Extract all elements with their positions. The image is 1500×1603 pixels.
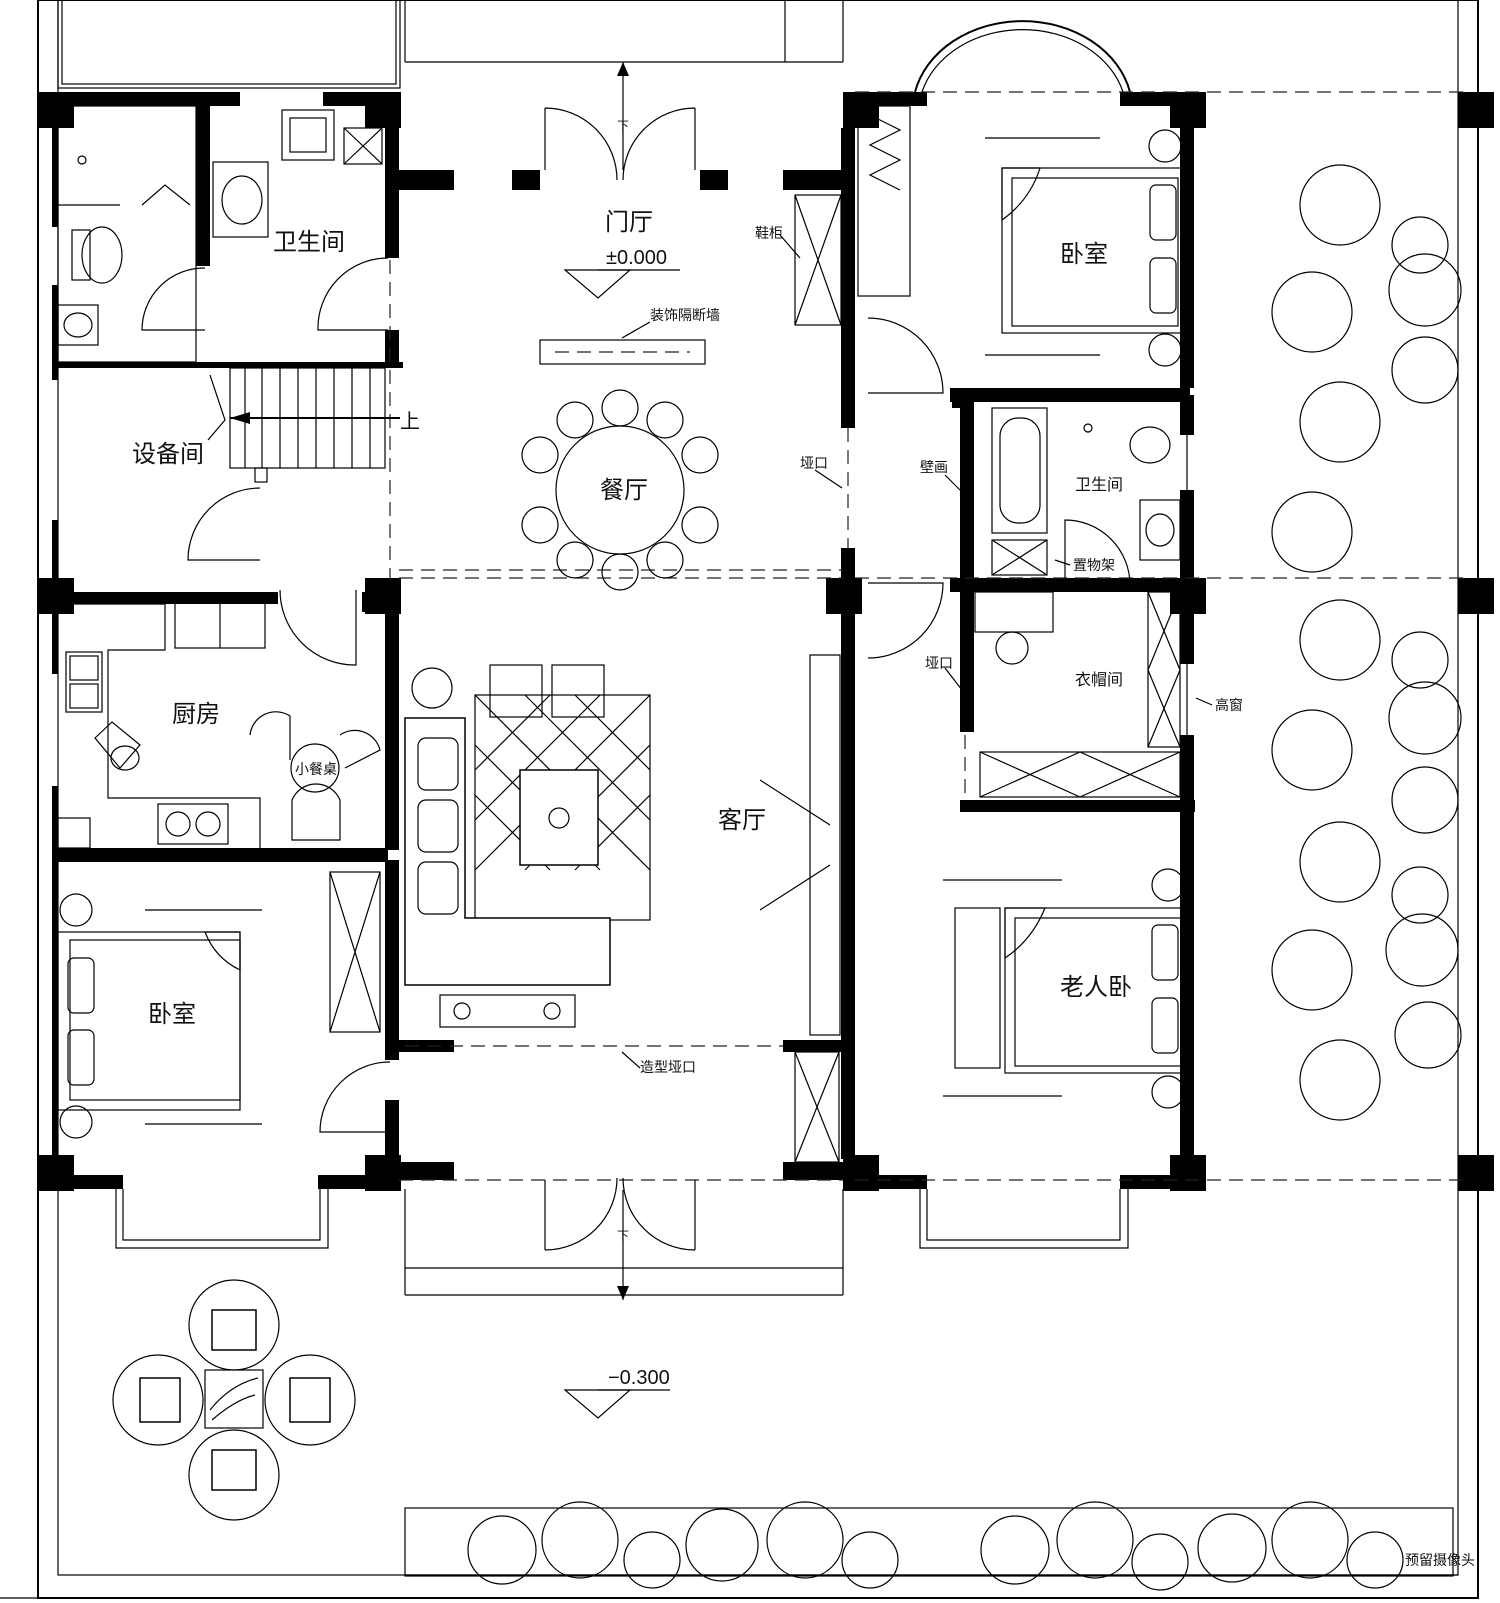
label-down-top: 下: [617, 119, 629, 133]
level-marker-yard: [563, 1389, 670, 1419]
label-equipment-room: 设备间: [132, 440, 204, 468]
dining-table: [521, 339, 719, 591]
living-room-furniture: [404, 654, 841, 1163]
columns: [38, 92, 1494, 1191]
top-balconies: [57, 0, 1131, 93]
bedroom-right-furniture: [857, 105, 1187, 367]
bathroom-fixtures-right: [991, 407, 1181, 576]
outdoor-table-set: [112, 1279, 356, 1521]
label-high-window: 高窗: [1215, 697, 1243, 714]
label-opening-2: 垭口: [925, 656, 953, 672]
entry-arrows: [617, 62, 629, 1300]
label-dining: 餐厅: [600, 476, 648, 504]
label-elder-bedroom: 老人卧: [1060, 973, 1132, 1001]
kitchen-fixtures: [57, 599, 381, 849]
label-stairs-up: 上: [400, 409, 420, 433]
label-bedroom-left: 卧室: [148, 1000, 196, 1028]
elder-bedroom-furniture: [943, 868, 1192, 1109]
label-down-bottom: 下: [617, 1229, 629, 1243]
label-cloakroom: 衣帽间: [1075, 670, 1123, 689]
level-main: ±0.000: [606, 247, 667, 269]
label-mural: 壁画: [920, 460, 948, 476]
label-entrance-hall: 门厅: [605, 208, 653, 236]
doors: [141, 107, 1131, 1251]
label-camera: 预留摄像头: [1405, 1553, 1475, 1569]
label-opening-1: 垭口: [800, 456, 828, 472]
dashed-openings: [389, 91, 1470, 1181]
bathroom-fixtures-top-left: [57, 105, 383, 363]
label-shoe-cabinet: 鞋柜: [755, 226, 783, 242]
label-deco-partition: 装饰隔断墙: [650, 308, 720, 324]
label-bathroom-right: 卫生间: [1075, 475, 1123, 494]
label-feature-opening: 造型垭口: [640, 1060, 696, 1076]
trees-right: [1271, 164, 1462, 1121]
label-living: 客厅: [718, 806, 766, 834]
planter-strip: [404, 1507, 1458, 1577]
bedroom-left-furniture: [57, 871, 381, 1139]
trees-bottom: [467, 1501, 1404, 1591]
label-small-table: 小餐桌: [295, 762, 337, 778]
shoe-cabinet: [794, 194, 842, 326]
label-kitchen: 厨房: [172, 700, 220, 728]
label-bathroom-top-left: 卫生间: [273, 228, 345, 256]
cloakroom-furniture: [974, 591, 1181, 798]
walls: [52, 92, 1195, 1189]
level-yard: −0.300: [608, 1367, 670, 1389]
label-bedroom-right: 卧室: [1060, 240, 1108, 268]
label-shelf: 置物架: [1073, 558, 1115, 574]
leader-lines: [621, 234, 1213, 1069]
level-marker-main: [563, 269, 680, 299]
stairs: [207, 367, 400, 483]
